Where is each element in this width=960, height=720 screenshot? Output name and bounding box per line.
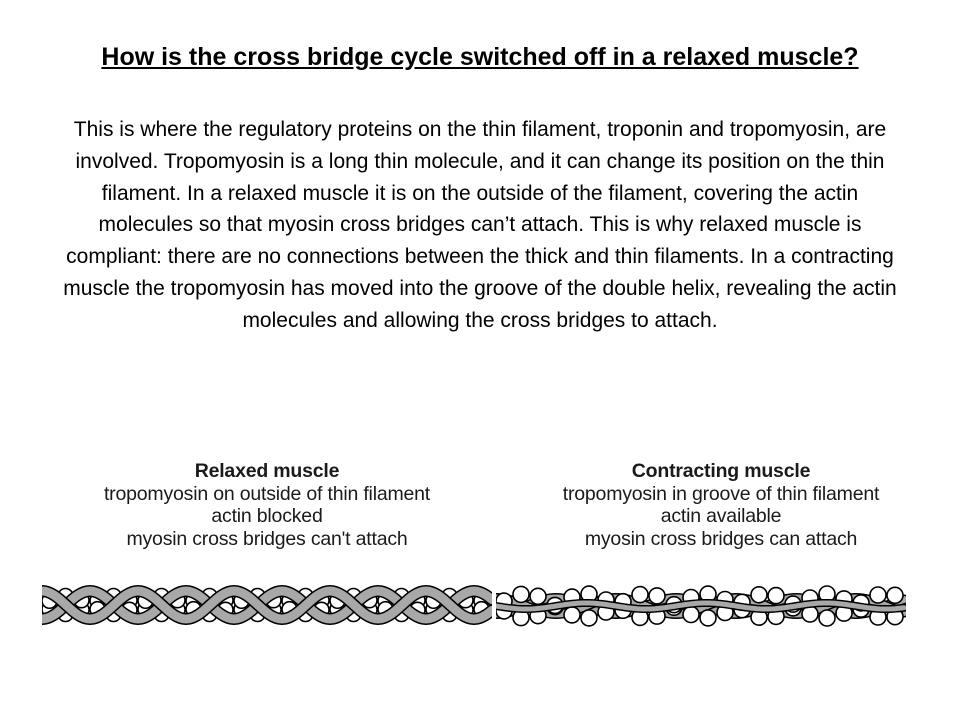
slide-title: How is the cross bridge cycle switched o… bbox=[101, 43, 859, 71]
actin-bead bbox=[529, 587, 547, 606]
actin-bead bbox=[818, 609, 836, 627]
relaxed-line-1: tropomyosin on outside of thin filament bbox=[103, 482, 431, 505]
relaxed-line-3: myosin cross bridges can't attach bbox=[126, 527, 408, 550]
actin-bead bbox=[869, 586, 887, 604]
tropomyosin-groove-strand bbox=[496, 600, 906, 612]
actin-bead bbox=[631, 585, 649, 604]
actin-bead bbox=[512, 585, 530, 604]
relaxed-muscle-panel: Relaxed muscle tropomyosin on outside of… bbox=[42, 460, 492, 626]
actin-bead bbox=[563, 606, 581, 624]
contracting-filament-illustration bbox=[496, 585, 906, 627]
relaxed-line-2: actin blocked bbox=[211, 505, 323, 527]
contracting-heading: Contracting muscle bbox=[631, 460, 811, 482]
actin-bead bbox=[648, 587, 666, 605]
actin-bead bbox=[750, 585, 768, 604]
actin-bead bbox=[886, 586, 904, 605]
actin-bead bbox=[682, 605, 700, 624]
relaxed-filament-illustration bbox=[42, 584, 492, 626]
actin-bead bbox=[767, 586, 785, 605]
contracting-muscle-panel: Contracting muscle tropomyosin in groove… bbox=[496, 460, 946, 627]
relaxed-heading: Relaxed muscle bbox=[194, 460, 340, 482]
contracting-line-1: tropomyosin in groove of thin filament bbox=[562, 482, 880, 505]
tropomyosin-strand bbox=[42, 586, 492, 624]
contracting-line-3: myosin cross bridges can attach bbox=[584, 527, 858, 550]
body-paragraph: This is where the regulatory proteins on… bbox=[63, 118, 897, 332]
contracting-line-2: actin available bbox=[660, 505, 782, 527]
actin-bead bbox=[699, 609, 717, 627]
actin-bead bbox=[580, 609, 598, 627]
